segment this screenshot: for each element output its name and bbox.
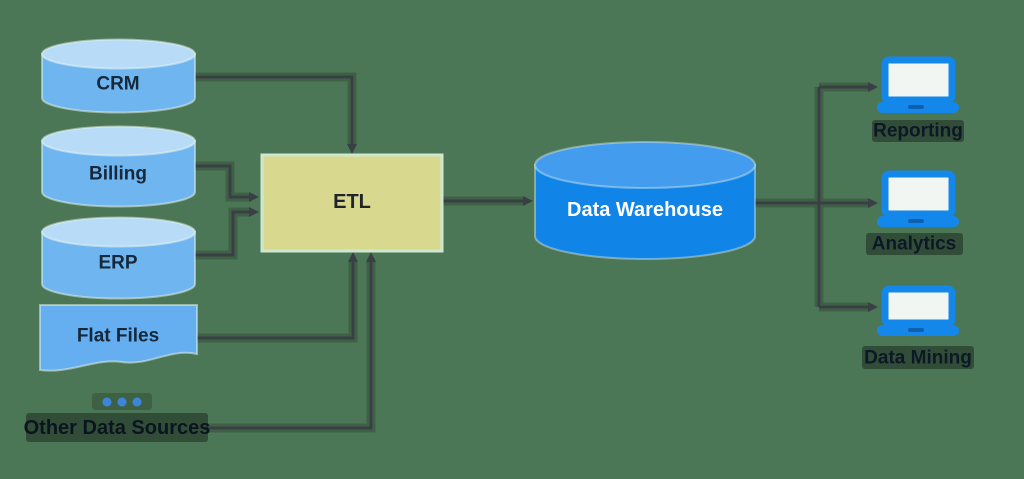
database-cylinder-top-icon xyxy=(41,216,196,248)
more-sources-ellipsis xyxy=(92,393,152,410)
label-band xyxy=(862,346,974,369)
crm-label: CRM xyxy=(96,74,139,95)
laptop-icon xyxy=(877,56,959,113)
database-cylinder-icon xyxy=(41,53,196,114)
consumer-node-data-mining: Data Mining xyxy=(862,285,974,369)
database-cylinder-top-icon xyxy=(41,38,196,70)
source-node-billing: Billing xyxy=(41,125,196,208)
arrowhead-down-icon xyxy=(347,144,357,154)
ellipsis-dot-icon xyxy=(102,397,112,407)
etl-box xyxy=(260,153,444,253)
data-warehouse-node: Data Warehouse xyxy=(534,141,756,260)
ellipsis-dot-icon xyxy=(117,397,127,407)
etl-label: ETL xyxy=(333,191,371,213)
consumer-node-reporting: Reporting xyxy=(872,56,964,142)
connector-warehouse-to-consumers xyxy=(754,82,878,312)
erp-label: ERP xyxy=(98,253,137,274)
etl-process-node: ETL xyxy=(260,153,444,253)
label-band xyxy=(26,413,208,442)
source-node-crm: CRM xyxy=(41,38,196,114)
arrowhead-up-icon xyxy=(348,252,358,262)
database-cylinder-top-icon xyxy=(534,141,756,189)
connector-crm-to-etl xyxy=(195,72,357,154)
label-band xyxy=(866,233,963,255)
analytics-label: Analytics xyxy=(872,234,956,255)
arrowhead-right-icon xyxy=(868,198,878,208)
billing-label: Billing xyxy=(89,164,147,185)
source-node-erp: ERP xyxy=(41,216,196,300)
source-node-other-data-sources: Other Data Sources xyxy=(24,413,211,442)
database-cylinder-top-icon xyxy=(41,125,196,157)
connector-erp-to-etl xyxy=(193,207,259,260)
database-cylinder-icon xyxy=(41,231,196,300)
reporting-label: Reporting xyxy=(873,121,963,142)
arrowhead-right-icon xyxy=(868,82,878,92)
arrowhead-right-icon xyxy=(868,302,878,312)
connector-etl-to-warehouse xyxy=(443,196,533,206)
database-cylinder-icon xyxy=(41,140,196,208)
arrowhead-right-icon xyxy=(523,196,533,206)
arrowhead-right-icon xyxy=(249,207,259,217)
database-cylinder-icon xyxy=(534,164,756,260)
source-node-flat-files: Flat Files xyxy=(39,304,198,372)
label-band xyxy=(872,120,964,142)
other-data-sources-label: Other Data Sources xyxy=(24,417,211,439)
flat-files-label: Flat Files xyxy=(77,326,159,347)
connector-flat-files-to-etl xyxy=(197,252,358,343)
data-warehouse-label: Data Warehouse xyxy=(567,199,723,221)
connector-billing-to-etl xyxy=(193,161,259,202)
arrowhead-right-icon xyxy=(249,192,259,202)
connector-other-sources-to-etl xyxy=(206,252,376,433)
document-icon xyxy=(39,304,198,372)
consumer-node-analytics: Analytics xyxy=(866,170,963,255)
ellipsis-dot-icon xyxy=(132,397,142,407)
data-mining-label: Data Mining xyxy=(864,348,972,369)
laptop-icon xyxy=(877,170,959,227)
arrowhead-up-icon xyxy=(366,252,376,262)
laptop-icon xyxy=(877,285,959,336)
